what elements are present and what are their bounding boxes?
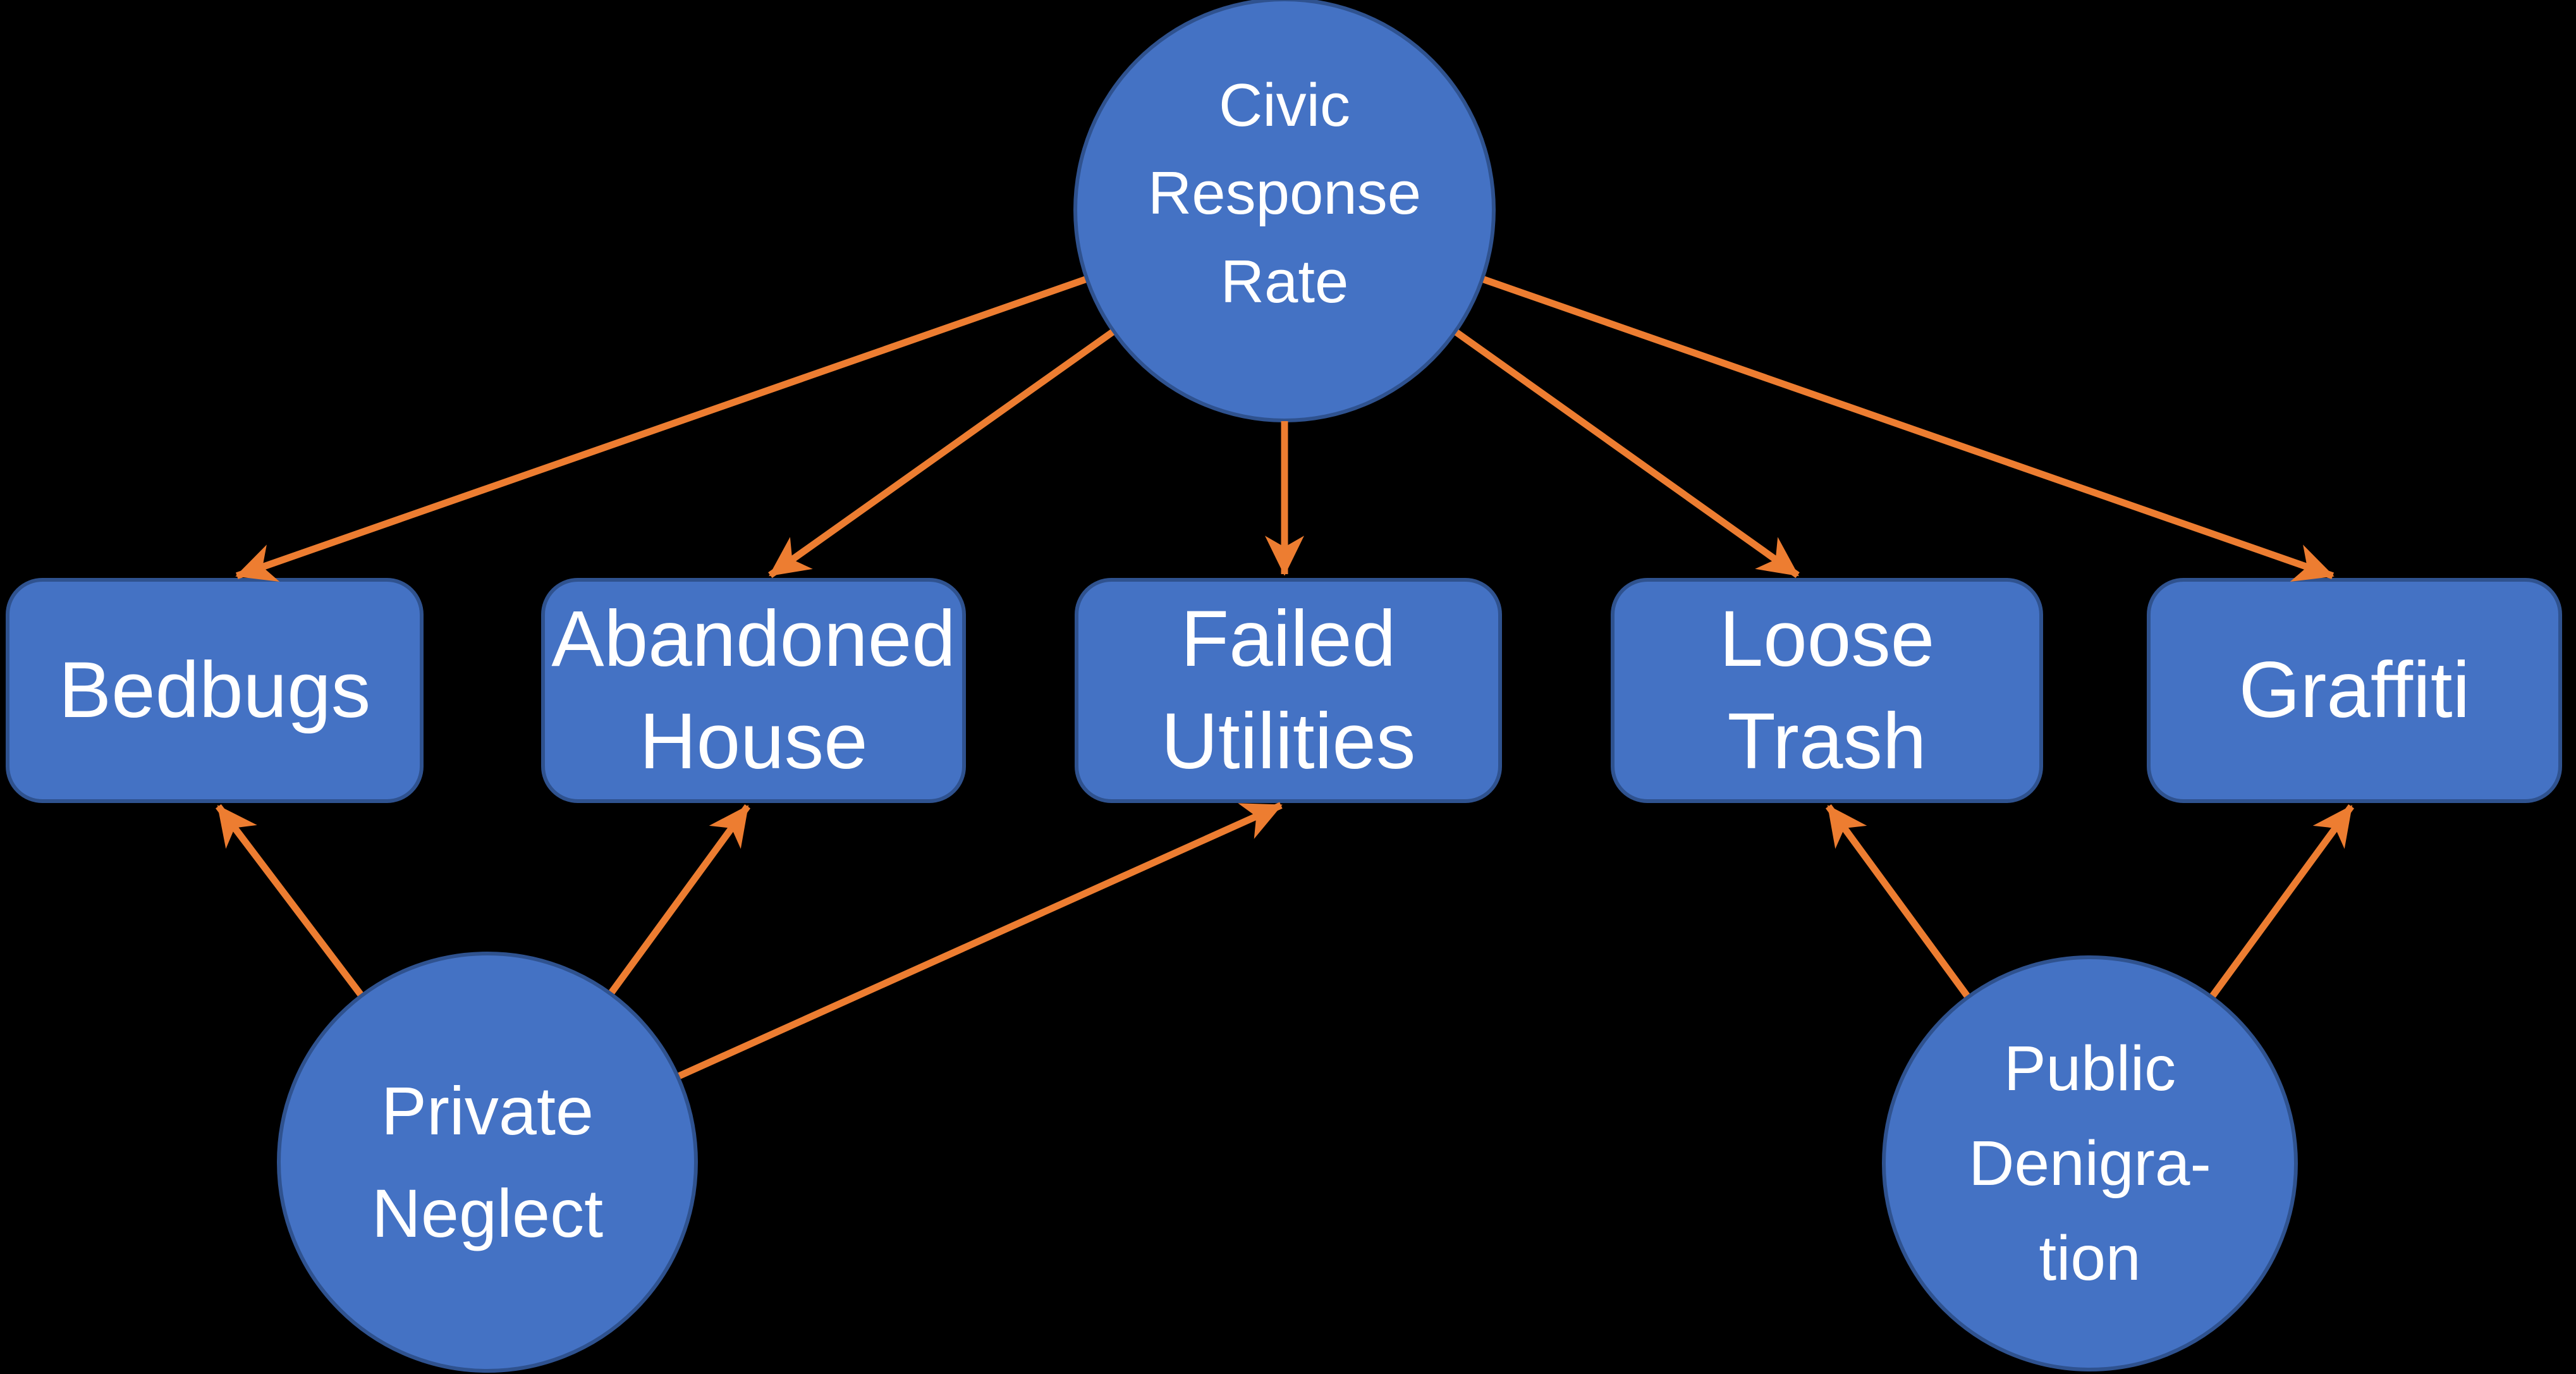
- node-failed-utilities: Failed Utilities: [1075, 578, 1502, 803]
- arrow-civic-response-rate-to-graffiti: [1482, 276, 2335, 582]
- arrow-public-denigration-to-graffiti: [2209, 804, 2355, 998]
- arrow-public-denigration-to-loose-trash: [1825, 804, 1970, 998]
- arrow-private-neglect-to-bedbugs: [216, 804, 363, 997]
- node-private-neglect: Private Neglect: [277, 952, 698, 1373]
- node-abandoned-house: Abandoned House: [541, 578, 966, 803]
- node-graffiti: Graffiti: [2147, 578, 2562, 803]
- node-civic-response-rate: Civic Response Rate: [1073, 0, 1496, 422]
- arrow-civic-response-rate-to-bedbugs: [235, 276, 1087, 582]
- arrow-civic-response-rate-to-loose-trash: [1454, 329, 1800, 579]
- node-loose-trash: Loose Trash: [1611, 578, 2043, 803]
- node-public-denigration: Public Denigra- tion: [1882, 955, 2298, 1371]
- arrow-private-neglect-to-failed-utilities: [678, 802, 1283, 1079]
- arrow-private-neglect-to-abandoned-house: [609, 804, 751, 995]
- node-bedbugs: Bedbugs: [6, 578, 424, 803]
- arrow-civic-response-rate-to-abandoned-house: [768, 329, 1114, 579]
